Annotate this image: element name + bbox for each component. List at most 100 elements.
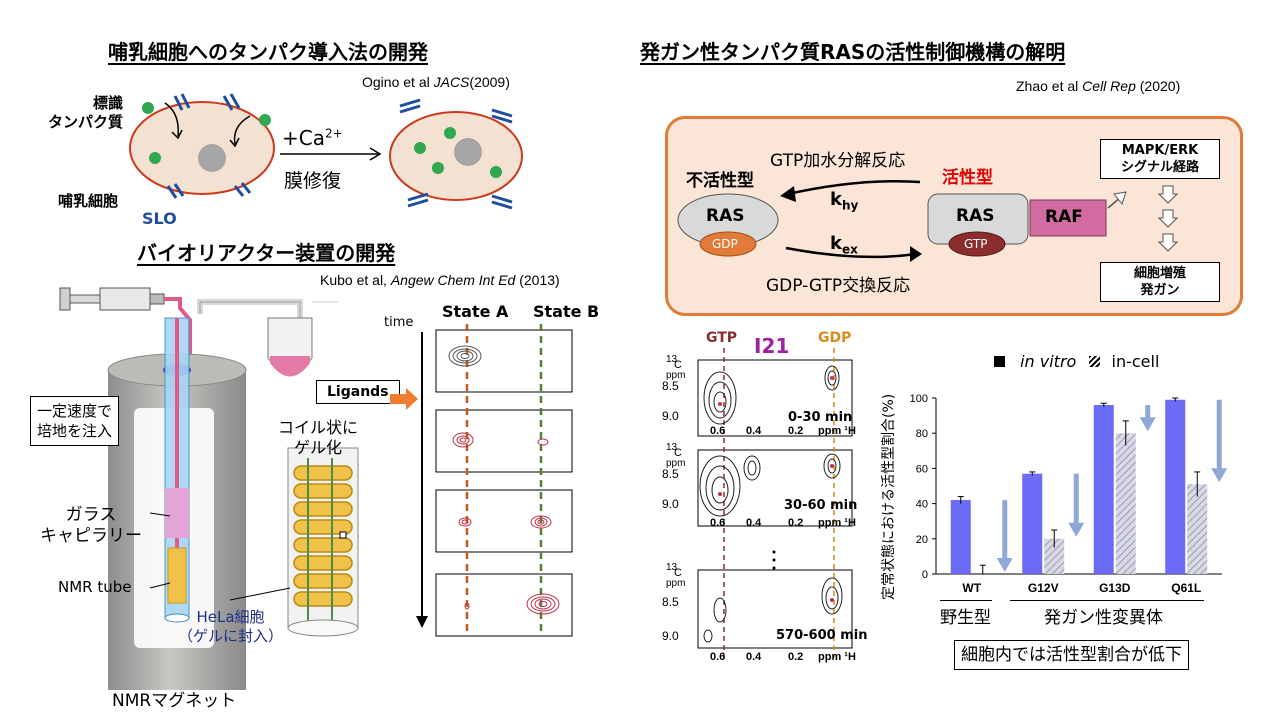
arrow-label-ca: +Ca2+ [282,126,343,150]
spectrum-panel [435,573,573,637]
citation-journal: Angew Chem Int Ed [390,272,516,288]
label-khy: khy [830,189,858,213]
label-state-b: State B [533,302,600,321]
title-protein-delivery: 哺乳細胞へのタンパク導入法の開発 [108,40,428,64]
title-bioreactor: バイオリアクター装置の開発 [137,241,396,265]
ras-cycle-diagram [677,179,1127,262]
svg-text:0.2: 0.2 [788,651,803,663]
nucleus-icon [454,138,482,166]
title-ras-mechanism: 発ガン性タンパク質RASの活性制御機構の解明 [640,40,1066,64]
label-state-a: State A [442,302,509,321]
protein-dot-icon [414,142,426,154]
svg-text:ppm ¹H: ppm ¹H [818,651,856,663]
bar-invitro [1093,405,1114,574]
bar-incell [1187,484,1208,574]
label-mammalian-cell: 哺乳細胞 [58,192,119,210]
svg-text:0.4: 0.4 [746,651,762,663]
protein-dot-icon [149,152,161,164]
label-gtp-active: GTP [964,237,988,251]
citation-zhao: Zhao et al Cell Rep (2020) [1016,78,1180,94]
svg-text:0.6: 0.6 [710,651,725,663]
label-time: time [384,315,414,330]
protein-dot-icon [432,162,444,174]
bar-invitro [1022,473,1043,574]
note-inject-medium: 一定速度で 培地を注入 [30,396,120,446]
label-active: 活性型 [942,168,993,188]
svg-text:ppm: ppm [666,370,685,381]
box-mapk-erk: MAPK/ERK シグナル経路 [1100,139,1220,179]
bar-invitro [1165,399,1186,574]
x-tick-label: Q61L [1171,581,1201,595]
citation-journal: Cell Rep [1082,78,1136,94]
cell-before [129,101,275,195]
label-glass-capillary: ガラス キャピラリー [40,505,142,546]
decrease-arrowhead [1068,522,1085,537]
bar-invitro [950,500,971,574]
legend-invitro: in vitro [1020,352,1077,371]
y-tick-label: 0 [922,569,928,581]
protein-dot-icon [259,114,271,126]
svg-text:8.5: 8.5 [662,595,679,609]
divider-mutants [1010,600,1204,601]
protein-dot-icon [444,127,456,139]
svg-text:13: 13 [666,562,678,573]
svg-text:9.0: 9.0 [662,629,679,643]
y-tick-label: 60 [916,463,928,475]
protein-dot-icon [142,102,154,114]
label-hela-cells: HeLa細胞 （ゲルに封入） [178,608,284,645]
legend-incell: in-cell [1111,352,1160,371]
svg-text:0.4: 0.4 [746,517,762,529]
svg-text:9.0: 9.0 [662,409,679,423]
box-proliferation: 細胞増殖 発ガン [1100,262,1220,302]
label-gtp-hydrolysis: GTP加水分解反応 [770,151,906,171]
protein-dot-icon [490,166,502,178]
spectrum-panel [435,409,573,473]
citation-year: (2013) [515,272,560,288]
ligands-box: Ligands [316,380,400,404]
label-ras-inactive: RAS [706,206,745,226]
bioreactor-illustration [59,287,359,690]
citation-authors: Zhao [1016,78,1048,94]
syringe-icon [99,287,151,311]
bar-incell [1044,538,1065,574]
svg-text:ppm: ppm [666,578,685,589]
ligand-arrow-icon [390,388,418,410]
label-coil-gel: コイル状に ゲル化 [278,418,359,457]
group-label-mutants: 発ガン性変異体 [1044,608,1163,628]
protein-delivery-diagram [129,93,523,210]
time-resolved-spectra [416,324,573,637]
spectrum-panel [435,489,573,553]
citation-kubo: Kubo et al, Angew Chem Int Ed (2013) [320,272,560,288]
kex-sub: ex [841,242,858,257]
divider-wt [940,600,992,601]
y-tick-label: 40 [916,499,928,511]
ca-text: +Ca [282,126,325,150]
conclusion-box: 細胞内では活性型割合が低下 [954,640,1189,670]
label-nmr-tube: NMR tube [58,578,132,596]
label-time-30-60: 30-60 min [784,498,858,513]
decrease-arrowhead [1139,417,1156,432]
svg-text:0.2: 0.2 [788,425,803,437]
citation-journal: JACS [433,74,470,90]
citation-year: (2009) [469,74,510,90]
label-inactive: 不活性型 [686,171,754,191]
ca-charge: 2+ [324,126,343,141]
label-spec-gdp: GDP [818,330,852,346]
label-time-570-600: 570-600 min [776,628,868,643]
svg-text:0.6: 0.6 [710,425,725,437]
svg-text:9.0: 9.0 [662,497,679,511]
citation-year: (2020) [1135,78,1181,94]
citation-et-al: et al [1047,78,1083,94]
legend-swatch-incell [1089,356,1101,367]
x-tick-label: WT [962,581,981,595]
down-arrows-icon [1158,185,1178,252]
gtp-bound-shape [948,231,1006,257]
label-ras-active: RAS [956,206,995,226]
label-time-0-30: 0-30 min [788,410,853,425]
nucleus-icon [198,144,226,172]
chart-ylabel: 定常状態における活性型割合(%) [881,393,897,600]
citation-authors: Ogino et al [362,74,434,90]
svg-text:C: C [674,359,682,371]
